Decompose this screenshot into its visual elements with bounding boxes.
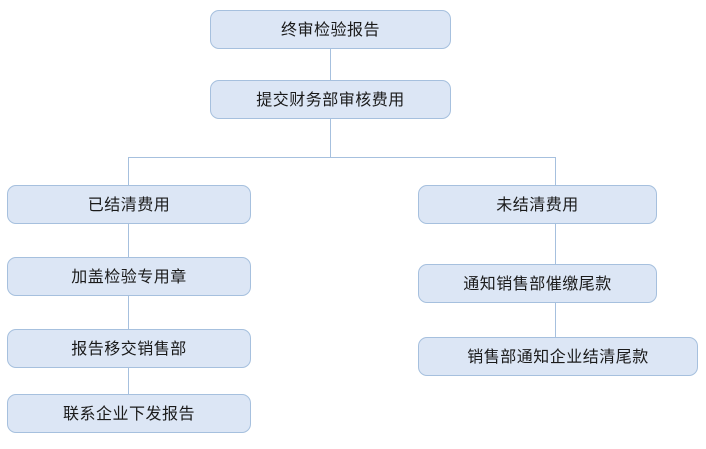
flow-node-label: 终审检验报告: [280, 19, 380, 39]
flow-node-n2[interactable]: 提交财务部审核费用: [210, 80, 451, 119]
flow-node-n7[interactable]: 未结清费用: [418, 185, 657, 224]
flow-node-label: 报告移交销售部: [71, 338, 187, 358]
connector-link-n5-to-n6: [128, 368, 129, 394]
flow-node-n5[interactable]: 报告移交销售部: [7, 329, 251, 368]
connector-link-n3-to-n4: [128, 224, 129, 257]
flow-node-n1[interactable]: 终审检验报告: [210, 10, 451, 49]
flow-node-n9[interactable]: 销售部通知企业结清尾款: [418, 337, 698, 376]
connector-trunk-n1-to-n2: [330, 49, 331, 80]
connector-trunk-n2-down: [330, 119, 331, 157]
flow-node-label: 提交财务部审核费用: [256, 89, 405, 109]
connector-branch-left-down: [128, 157, 129, 185]
flow-node-label: 未结清费用: [496, 194, 579, 214]
flow-node-label: 联系企业下发报告: [62, 403, 195, 423]
connector-link-n7-to-n8: [555, 224, 556, 264]
flow-node-n6[interactable]: 联系企业下发报告: [7, 394, 251, 433]
flow-node-label: 已结清费用: [87, 194, 171, 214]
flow-node-n8[interactable]: 通知销售部催缴尾款: [418, 264, 657, 303]
flow-node-n4[interactable]: 加盖检验专用章: [7, 257, 251, 296]
flow-node-label: 销售部通知企业结清尾款: [467, 346, 649, 366]
connector-link-n4-to-n5: [128, 296, 129, 329]
flow-node-label: 通知销售部催缴尾款: [463, 273, 612, 293]
flow-node-n3[interactable]: 已结清费用: [7, 185, 251, 224]
connector-branch-horizontal: [128, 157, 555, 158]
connector-branch-right-down: [555, 157, 556, 185]
connector-link-n8-to-n9: [555, 303, 556, 337]
flow-node-label: 加盖检验专用章: [71, 266, 187, 286]
